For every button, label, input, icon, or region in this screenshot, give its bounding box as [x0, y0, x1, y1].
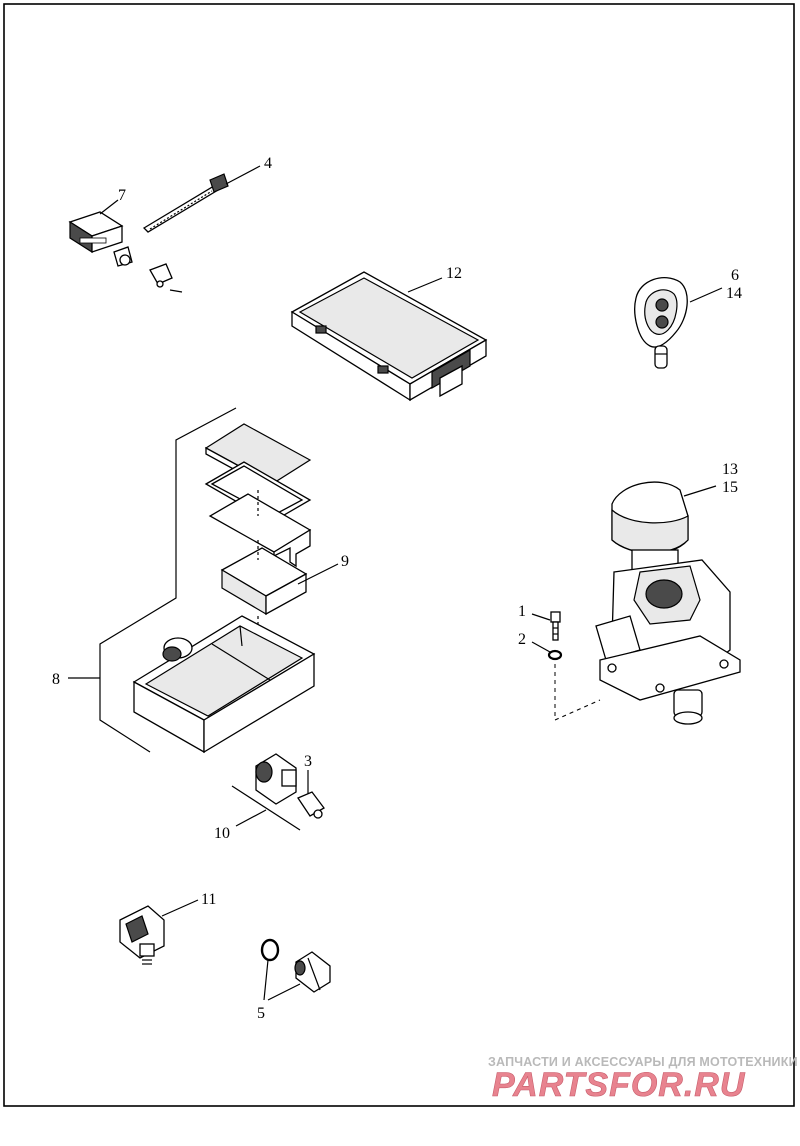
callouts: 1 2 3 4 5 6 7 8 9 10 11 12 13 14 15 — [52, 155, 742, 1022]
watermark-logo: PARTSFOR.RU — [492, 1066, 746, 1104]
part-3-terminal — [297, 791, 325, 819]
part-5-plug — [260, 938, 331, 1001]
callout-8: 8 — [52, 671, 60, 688]
part-13-switch — [595, 481, 741, 725]
part-7-connector — [68, 211, 183, 293]
part-10-sensor — [231, 753, 301, 831]
callout-12: 12 — [446, 265, 462, 282]
part-12-module — [290, 271, 488, 402]
watermark-tagline: ЗАПЧАСТИ И АКСЕССУАРЫ ДЛЯ МОТОТЕХНИКИ — [488, 1055, 798, 1069]
callout-7: 7 — [118, 187, 126, 204]
leader-lines — [68, 165, 723, 917]
callout-1: 1 — [518, 603, 526, 620]
callout-2: 2 — [518, 631, 526, 648]
callout-14: 14 — [726, 285, 742, 302]
part-8-box-assembly — [99, 407, 316, 754]
diagram-border — [3, 3, 795, 1107]
callout-6: 6 — [731, 267, 739, 284]
part-4-cable-tie — [142, 173, 229, 233]
callout-3: 3 — [304, 753, 312, 770]
part-2-washer — [547, 649, 563, 661]
callout-9: 9 — [341, 553, 349, 570]
part-1-screw — [550, 611, 561, 641]
callout-13: 13 — [722, 461, 738, 478]
callout-15: 15 — [722, 479, 738, 496]
callout-5: 5 — [257, 1005, 265, 1022]
callout-10: 10 — [214, 825, 230, 842]
callout-11: 11 — [201, 891, 216, 908]
callout-4: 4 — [264, 155, 272, 172]
assembly-path-line — [554, 664, 601, 721]
watermark: ЗАПЧАСТИ И АКСЕССУАРЫ ДЛЯ МОТОТЕХНИКИ PA… — [488, 1055, 798, 1104]
part-11-connector — [119, 905, 165, 965]
part-6-key-fob — [634, 277, 688, 369]
